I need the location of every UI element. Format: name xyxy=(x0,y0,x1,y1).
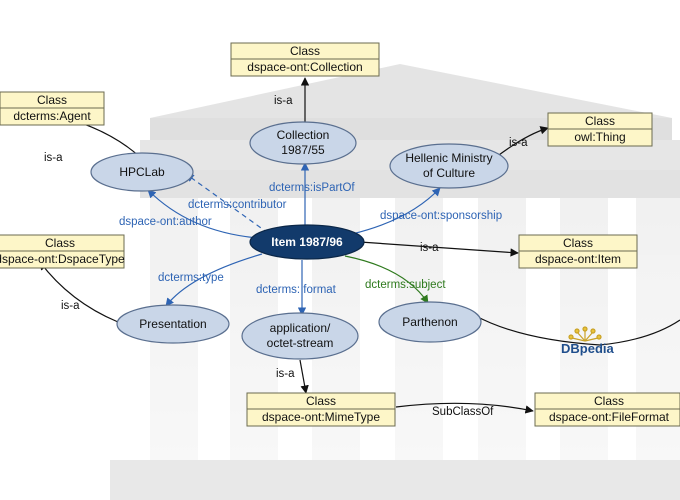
class-header: Class xyxy=(45,236,75,250)
label-type: dcterms:type xyxy=(158,272,224,284)
edge-subject xyxy=(344,255,429,304)
node-label: HPCLab xyxy=(119,165,165,179)
class-box-fileformat: Class dspace-ont:FileFormat xyxy=(534,392,680,427)
label-subclassof: SubClassOf xyxy=(432,406,494,418)
node-hpclab: HPCLab xyxy=(90,152,194,192)
node-ministry: Hellenic Ministry of Culture xyxy=(389,143,509,189)
label-contributor: dcterms:contributor xyxy=(188,199,287,211)
label-subject: dcterms:subject xyxy=(365,279,446,291)
node-mime: application/ octet-stream xyxy=(241,312,359,360)
edge-isa-mimetype xyxy=(299,359,309,394)
node-main-item: Item 1987/96 xyxy=(249,224,365,260)
class-box-dspacetype: Class dspace-ont:DspaceType xyxy=(0,234,125,269)
edge-isa-item xyxy=(359,241,519,257)
label-isa-item: is-a xyxy=(420,242,439,254)
class-name: owl:Thing xyxy=(574,130,625,144)
class-name: dspace-ont:Item xyxy=(535,252,621,266)
edge-parthenon-dbpedia xyxy=(473,314,680,346)
edge-sponsorship xyxy=(351,187,441,235)
edge-type xyxy=(165,253,263,307)
node-collection: Collection 1987/55 xyxy=(249,121,357,165)
class-header: Class xyxy=(306,394,336,408)
node-label: Presentation xyxy=(139,317,206,331)
class-name: dspace-ont:FileFormat xyxy=(549,410,670,424)
class-name: dspace-ont:MimeType xyxy=(262,410,380,424)
class-name: dcterms:Agent xyxy=(13,109,91,123)
label-isa-collection: is-a xyxy=(274,95,293,107)
dbpedia-logo-icon: DBpedia xyxy=(561,326,615,356)
class-name: dspace-ont:DspaceType xyxy=(0,252,125,266)
class-header: Class xyxy=(563,236,593,250)
class-box-thing: Class owl:Thing xyxy=(547,112,653,147)
label-ispartof: dcterms:isPartOf xyxy=(269,182,355,194)
label-isa-thing: is-a xyxy=(509,137,528,149)
edges xyxy=(39,77,680,414)
edge-author xyxy=(147,189,259,239)
label-format: dcterms: format xyxy=(256,284,337,296)
class-header: Class xyxy=(585,114,615,128)
edge-subclassof xyxy=(395,402,534,414)
class-name: dspace-ont:Collection xyxy=(247,60,362,74)
node-label-line1: Hellenic Ministry xyxy=(405,151,492,165)
edge-isa-dspacetype xyxy=(39,261,119,323)
edge-labels: is-a is-a is-a is-a is-a is-a SubClassOf… xyxy=(44,95,528,418)
node-label: Parthenon xyxy=(402,315,457,329)
class-header: Class xyxy=(290,44,320,58)
node-label-line1: Collection xyxy=(277,128,330,142)
label-sponsorship: dspace-ont:sponsorship xyxy=(380,210,502,222)
class-header: Class xyxy=(37,93,67,107)
node-parthenon: Parthenon xyxy=(378,301,482,343)
node-presentation: Presentation xyxy=(116,304,230,344)
node-label-line2: 1987/55 xyxy=(281,143,325,157)
edge-contributor xyxy=(185,173,269,234)
class-box-mimetype: Class dspace-ont:MimeType xyxy=(246,392,396,427)
class-box-collection: Class dspace-ont:Collection xyxy=(230,42,380,77)
label-isa-agent: is-a xyxy=(44,152,63,164)
node-label-line2: of Culture xyxy=(423,166,475,180)
label-author: dspace-ont:author xyxy=(119,216,212,228)
label-isa-dspacetype: is-a xyxy=(61,300,80,312)
node-label-line1: application/ xyxy=(270,321,331,335)
node-label: Item 1987/96 xyxy=(271,235,343,249)
label-isa-mimetype: is-a xyxy=(276,368,295,380)
class-box-agent: Class dcterms:Agent xyxy=(0,91,105,126)
dbpedia-logo-text: DBpedia xyxy=(561,341,615,356)
class-box-item: Class dspace-ont:Item xyxy=(518,234,638,269)
node-label-line2: octet-stream xyxy=(267,336,334,350)
class-header: Class xyxy=(594,394,624,408)
